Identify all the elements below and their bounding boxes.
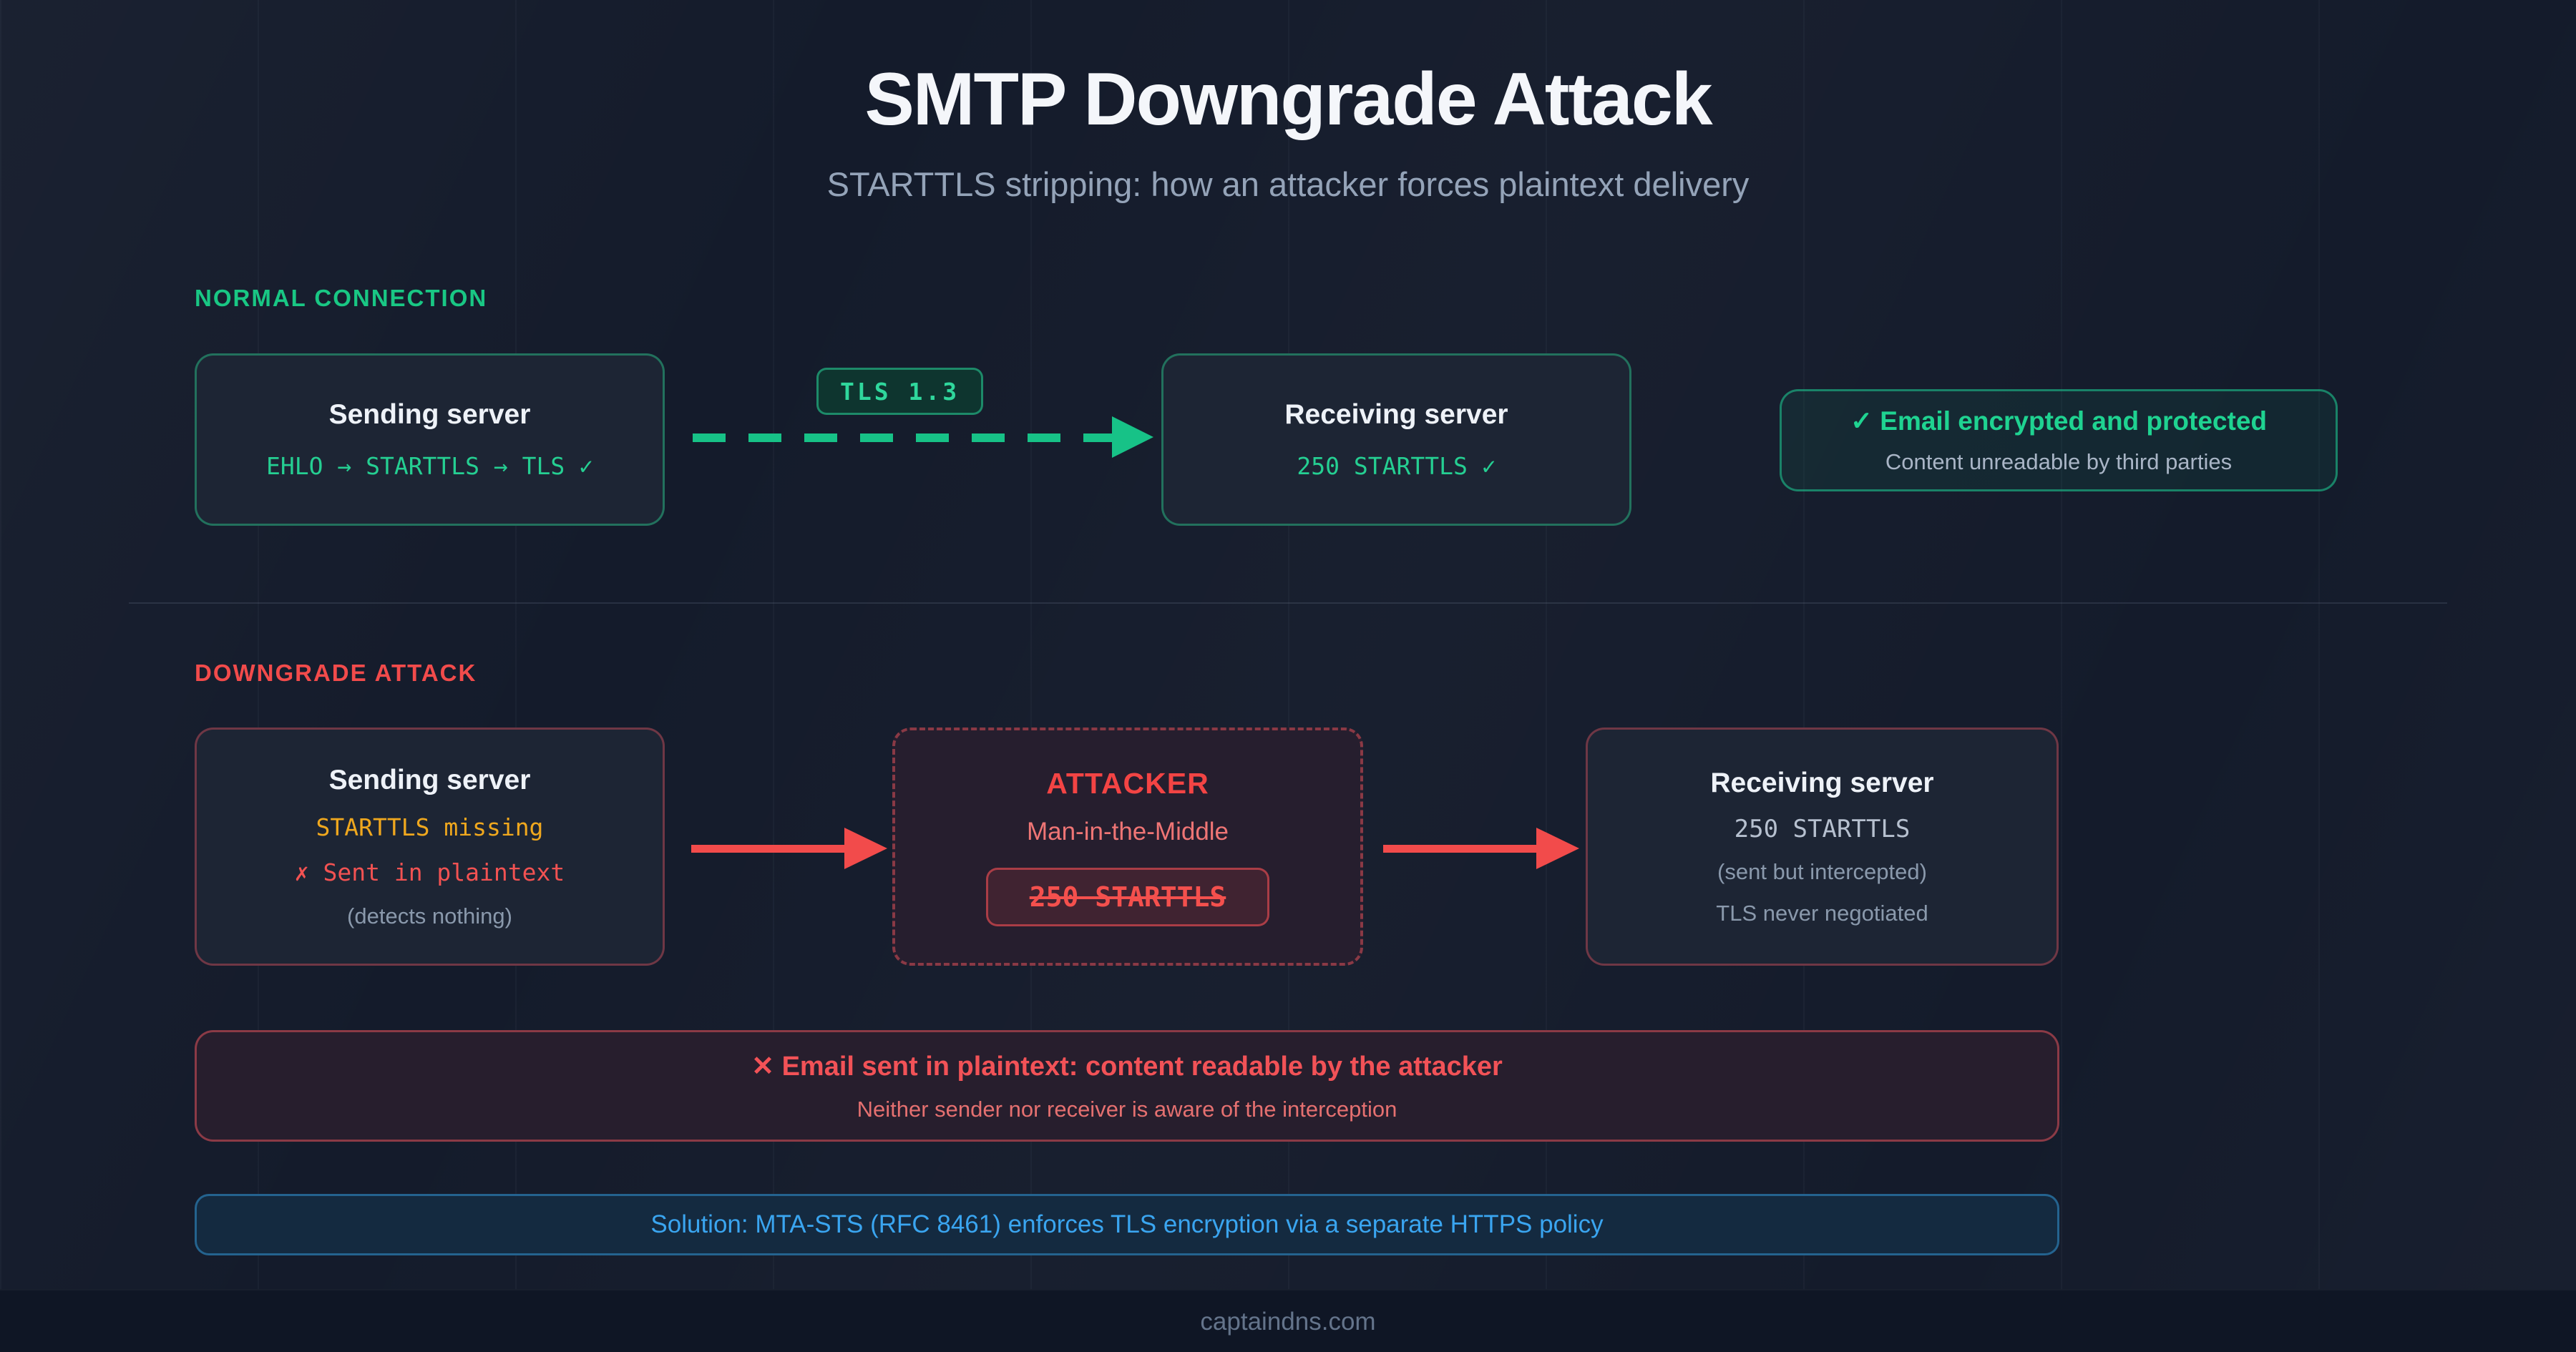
intercepted-arrow-left-icon bbox=[691, 828, 889, 869]
sent-but-intercepted-text: (sent but intercepted) bbox=[1717, 858, 1927, 884]
tls-version-badge: TLS 1.3 bbox=[816, 368, 984, 415]
warning-subtitle: Neither sender nor receiver is aware of … bbox=[857, 1096, 1397, 1122]
page-title: SMTP Downgrade Attack bbox=[864, 58, 1712, 141]
normal-section-label: NORMAL CONNECTION bbox=[195, 285, 488, 311]
attacker-subtitle: Man-in-the-Middle bbox=[1026, 818, 1229, 846]
mta-sts-solution-banner: Solution: MTA-STS (RFC 8461) enforces TL… bbox=[195, 1194, 2059, 1255]
stripped-starttls-chip: 250 STARTTLS bbox=[985, 868, 1270, 926]
normal-result-title-text: Email encrypted and protected bbox=[1880, 406, 2268, 436]
attack-section-label: DOWNGRADE ATTACK bbox=[195, 660, 477, 686]
dashed-arrow-shaft bbox=[693, 433, 1112, 442]
attack-receiving-protocol-text: 250 STARTTLS bbox=[1734, 814, 1911, 843]
normal-receiving-protocol-text: 250 STARTTLS ✓ bbox=[1297, 452, 1496, 480]
footer: captaindns.com bbox=[0, 1289, 2576, 1352]
intercepted-arrow-right-icon bbox=[1383, 828, 1581, 869]
normal-sending-protocol-text: EHLO → STARTTLS → TLS ✓ bbox=[266, 452, 593, 480]
normal-result-subtitle: Content unreadable by third parties bbox=[1885, 449, 2233, 474]
attack-sending-server-box: Sending server STARTTLS missing ✗ Sent i… bbox=[195, 728, 665, 966]
red-arrow-shaft bbox=[691, 845, 844, 853]
normal-sending-server-box: Sending server EHLO → STARTTLS → TLS ✓ bbox=[195, 353, 665, 526]
attack-receiving-server-box: Receiving server 250 STARTTLS (sent but … bbox=[1586, 728, 2059, 966]
normal-sending-server-title: Sending server bbox=[328, 399, 531, 430]
starttls-missing-text: STARTTLS missing bbox=[316, 813, 544, 841]
detects-nothing-text: (detects nothing) bbox=[347, 903, 512, 929]
attack-sending-server-title: Sending server bbox=[328, 764, 531, 795]
tls-never-negotiated-text: TLS never negotiated bbox=[1716, 900, 1928, 926]
normal-result-title: ✓ Email encrypted and protected bbox=[1850, 406, 2267, 436]
arrow-head-icon bbox=[1536, 828, 1579, 869]
attacker-box: ATTACKER Man-in-the-Middle 250 STARTTLS bbox=[892, 728, 1363, 966]
normal-receiving-server-title: Receiving server bbox=[1284, 399, 1508, 430]
normal-result-box: ✓ Email encrypted and protected Content … bbox=[1780, 389, 2338, 491]
plaintext-warning-banner: ✕ Email sent in plaintext: content reada… bbox=[195, 1030, 2059, 1142]
arrow-head-icon bbox=[1112, 416, 1153, 458]
sent-in-plaintext-text: ✗ Sent in plaintext bbox=[294, 858, 565, 886]
red-arrow-shaft bbox=[1383, 845, 1536, 853]
arrow-head-icon bbox=[844, 828, 887, 869]
check-icon: ✓ bbox=[1850, 406, 1873, 436]
footer-site-text: captaindns.com bbox=[1200, 1308, 1376, 1336]
warning-title-text: Email sent in plaintext: content readabl… bbox=[781, 1051, 1503, 1082]
cross-icon: ✕ bbox=[751, 1051, 774, 1082]
page-subtitle: STARTTLS stripping: how an attacker forc… bbox=[826, 165, 1750, 203]
warning-title: ✕ Email sent in plaintext: content reada… bbox=[751, 1050, 1503, 1082]
normal-receiving-server-box: Receiving server 250 STARTTLS ✓ bbox=[1161, 353, 1631, 526]
attack-receiving-server-title: Receiving server bbox=[1710, 767, 1934, 798]
encrypted-connection-arrow-icon bbox=[693, 416, 1156, 458]
section-divider bbox=[129, 602, 2447, 604]
attacker-title: ATTACKER bbox=[1046, 767, 1209, 800]
